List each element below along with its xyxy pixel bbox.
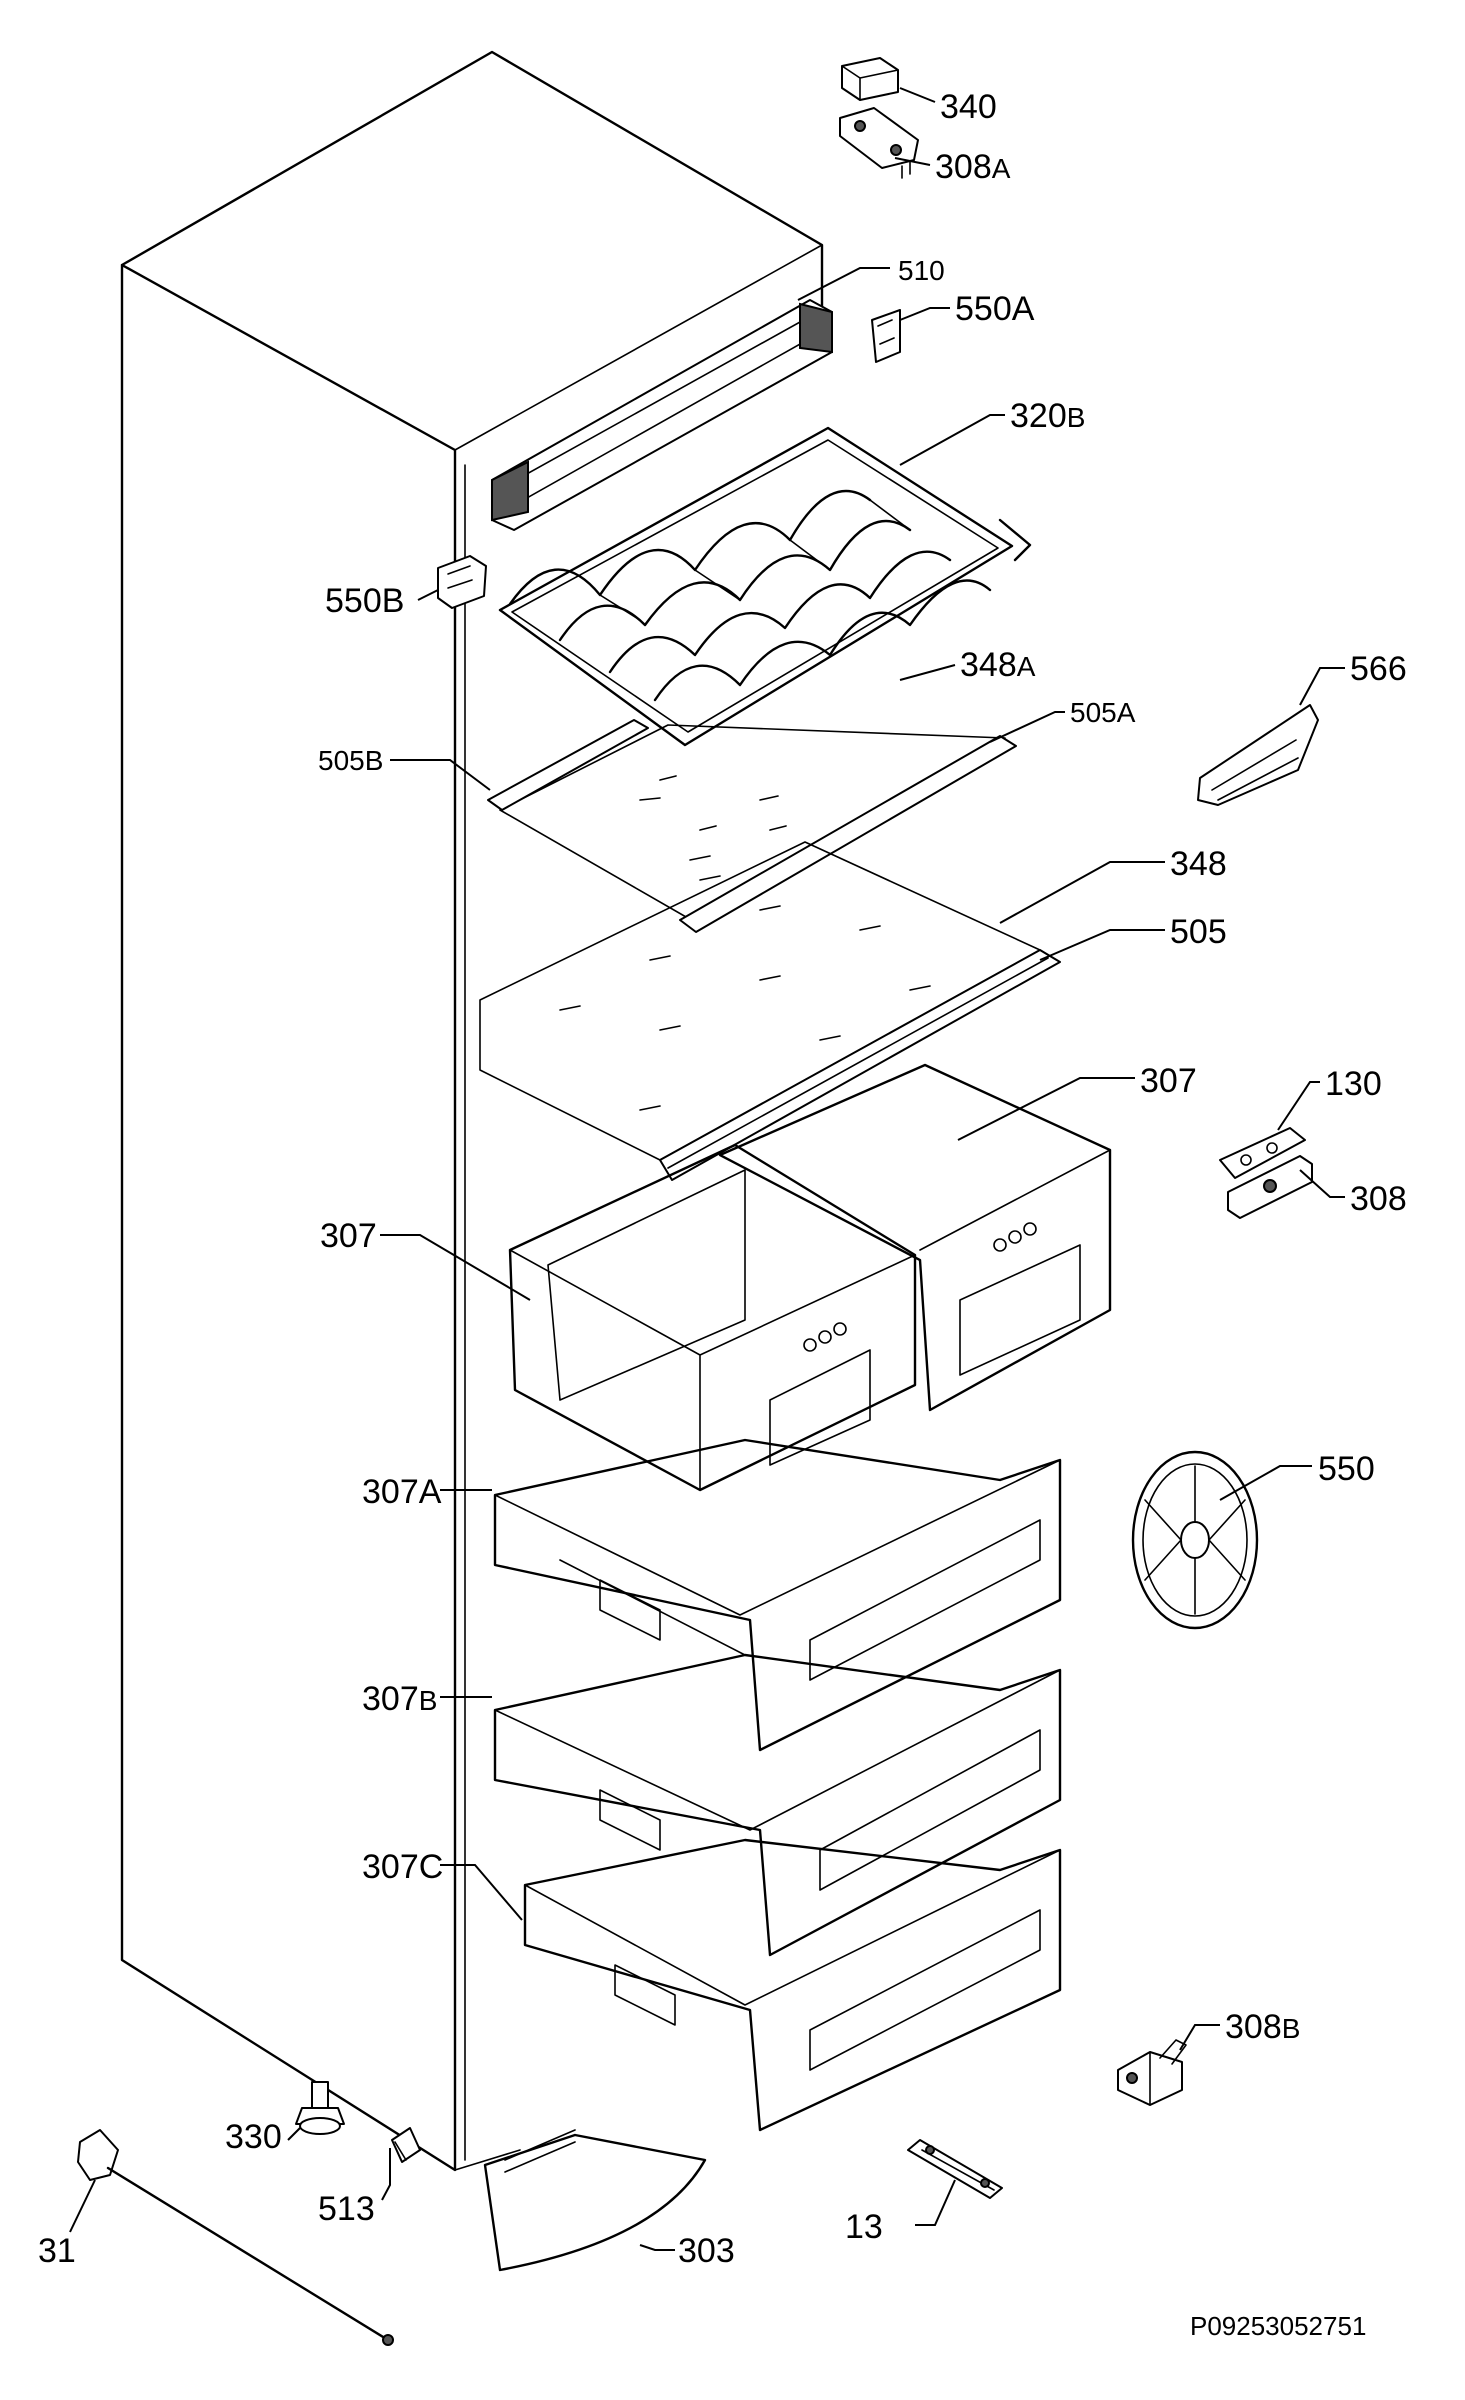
label-308B: 308B — [1225, 2008, 1300, 2046]
label-308A: 308A — [935, 148, 1011, 186]
part-320B-bottle-rack — [498, 426, 1032, 747]
part-308A-top-hinge — [839, 107, 919, 179]
label-307-right: 307 — [1140, 1062, 1197, 1100]
part-510-top-trim — [491, 299, 833, 531]
part-513-clip — [391, 2127, 421, 2163]
part-307-crisper-drawer-left — [508, 1143, 917, 1492]
label-566: 566 — [1350, 650, 1407, 688]
label-308: 308 — [1350, 1180, 1407, 1218]
label-550A: 550A — [955, 290, 1035, 328]
label-510: 510 — [898, 255, 945, 286]
part-130-hinge-plate — [1219, 1127, 1306, 1179]
part-307A-freezer-drawer — [493, 1438, 1062, 1752]
part-550A-bracket — [871, 309, 901, 363]
part-348A-glass-shelf — [487, 719, 1017, 933]
label-31: 31 — [38, 2232, 76, 2270]
part-505-shelf-trim — [659, 949, 1061, 1181]
label-307B: 307B — [362, 1680, 437, 1718]
label-348A: 348A — [960, 646, 1036, 684]
label-13: 13 — [845, 2208, 883, 2246]
label-505A: 505A — [1070, 697, 1136, 728]
part-labels: 340 308A 510 550A 320B 550B 348A 505A 56… — [38, 88, 1407, 2341]
cabinet-body — [120, 50, 824, 2172]
label-330: 330 — [225, 2118, 282, 2156]
part-307B-freezer-drawer — [493, 1653, 1062, 1957]
part-330-leveling-foot — [295, 2081, 345, 2135]
part-13-rail — [907, 2139, 1003, 2199]
label-130: 130 — [1325, 1065, 1382, 1103]
part-550B-clip — [437, 555, 487, 609]
label-307C: 307C — [362, 1848, 443, 1886]
part-308B-bottom-hinge — [1117, 2039, 1187, 2106]
part-307-crisper-drawer-right — [718, 1063, 1112, 1412]
label-550B: 550B — [325, 582, 404, 620]
diagram-code: P09253052751 — [1190, 2311, 1366, 2341]
part-307C-freezer-drawer — [523, 1838, 1062, 2132]
leader-lines — [69, 87, 1345, 2251]
label-340: 340 — [940, 88, 997, 126]
label-550: 550 — [1318, 1450, 1375, 1488]
label-513: 513 — [318, 2190, 375, 2228]
label-303: 303 — [678, 2232, 735, 2270]
part-340-hinge-cover — [841, 57, 899, 101]
label-505: 505 — [1170, 913, 1227, 951]
label-505B: 505B — [318, 745, 383, 776]
part-550-wheel — [1131, 1450, 1259, 1630]
label-307-left: 307 — [320, 1217, 377, 1255]
part-566-bracket — [1197, 704, 1319, 806]
label-307A: 307A — [362, 1473, 442, 1511]
label-348: 348 — [1170, 845, 1227, 883]
part-303-kick-plate — [483, 2129, 707, 2272]
label-320B: 320B — [1010, 397, 1085, 435]
part-31-door-tool — [77, 2129, 394, 2346]
